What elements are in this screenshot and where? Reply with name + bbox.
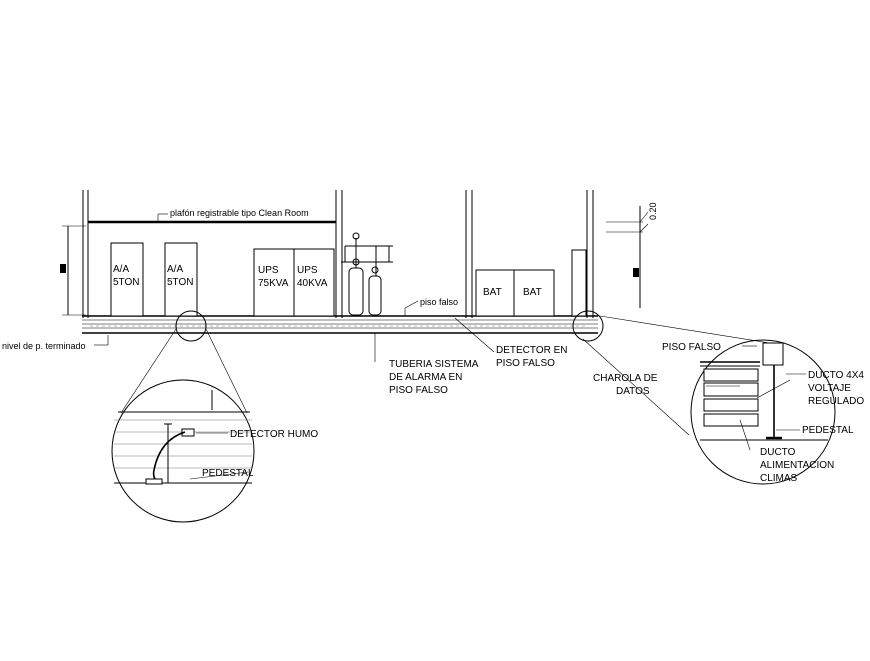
regulated-duct (703, 382, 759, 397)
label-detail-right-duct-2: VOLTAJE (808, 383, 851, 394)
detail-left-callout (175, 310, 207, 342)
detail-right-circle (690, 339, 836, 485)
label-detail-right-floor: PISO FALSO (662, 342, 721, 353)
label-detail-right-pedestal: PEDESTAL (802, 425, 854, 436)
label-detail-right-supply-2: ALIMENTACION (760, 460, 834, 471)
label-detail-right-tray-1: CHAROLA DE (593, 373, 658, 384)
duct-lower-1 (703, 398, 759, 412)
label-ac2-l1: A/A (167, 264, 183, 275)
detail-left (111, 310, 255, 523)
label-ceiling: plafón registrable tipo Clean Room (170, 208, 309, 218)
right-cabinet (571, 249, 587, 317)
label-detector-2: PISO FALSO (496, 358, 555, 369)
label-alarm-pipe-2: DE ALARMA EN (389, 372, 462, 383)
label-ups2-l2: 40KVA (297, 278, 328, 289)
label-ups2-l1: UPS (297, 265, 318, 276)
label-ups1-l2: 75KVA (258, 278, 289, 289)
data-tray (703, 368, 759, 382)
room-section (60, 190, 649, 362)
label-detail-left-detector: DETECTOR HUMO (230, 429, 318, 440)
label-detail-right-duct-3: REGULADO (808, 396, 864, 407)
duct-lower-2 (703, 413, 759, 427)
label-detail-right-tray-2: DATOS (616, 386, 650, 397)
label-dim-020: 0.20 (648, 202, 658, 220)
label-detail-right-supply-3: CLIMAS (760, 473, 798, 484)
label-ups1-l1: UPS (258, 265, 279, 276)
section-marker-left (60, 264, 66, 273)
label-finished-level: nivel de p. terminado (2, 341, 86, 351)
label-detail-left-pedestal: PEDESTAL (202, 468, 254, 479)
battery-1 (475, 269, 515, 317)
label-ac2-l2: 5TON (167, 277, 194, 288)
label-detail-right-supply-1: DUCTO (760, 447, 796, 458)
pedestal-base-left (145, 478, 163, 485)
label-raised-floor: piso falso (420, 297, 458, 307)
label-bat2: BAT (523, 287, 542, 298)
extinguishing-cylinders (341, 232, 393, 316)
detail-right-callout (572, 310, 604, 342)
label-ac1-l1: A/A (113, 264, 129, 275)
detail-left-circle (111, 379, 255, 523)
label-alarm-pipe-1: TUBERIA SISTEMA (389, 359, 479, 370)
duct-4x4-box (762, 342, 784, 366)
ac-unit-2 (164, 242, 198, 317)
section-marker-right (633, 268, 639, 277)
label-ac1-l2: 5TON (113, 277, 140, 288)
label-detector-1: DETECTOR EN (496, 345, 568, 356)
label-detail-right-duct-1: DUCTO 4X4 (808, 370, 864, 381)
label-alarm-pipe-3: PISO FALSO (389, 385, 448, 396)
label-bat1: BAT (483, 287, 502, 298)
ac-unit-1 (110, 242, 144, 317)
ups-40kva (293, 248, 335, 317)
battery-2 (513, 269, 555, 317)
detail-right (572, 310, 836, 485)
